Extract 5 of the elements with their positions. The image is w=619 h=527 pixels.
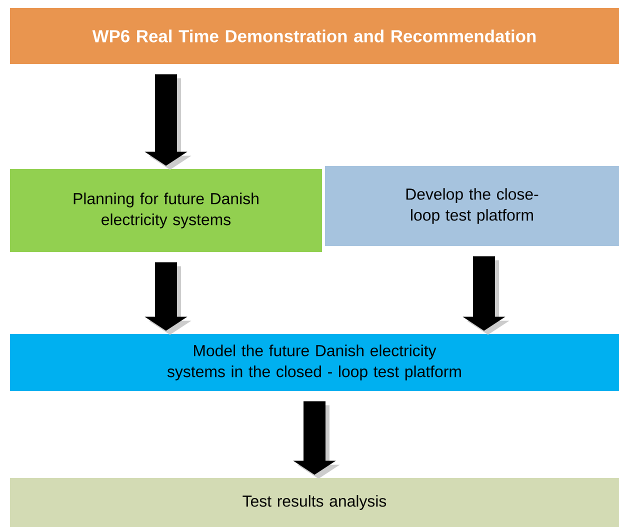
title-box: WP6 Real Time Demonstration and Recommendation [10, 8, 619, 64]
process-box: Model the future Danish electricity systems in the closed - loop test platform [10, 334, 619, 391]
process-box: Develop the close-loop test platform [325, 166, 619, 246]
process-box: Planning for future Danish electricity systems [10, 169, 322, 252]
process-box: Test results analysis [10, 478, 619, 527]
